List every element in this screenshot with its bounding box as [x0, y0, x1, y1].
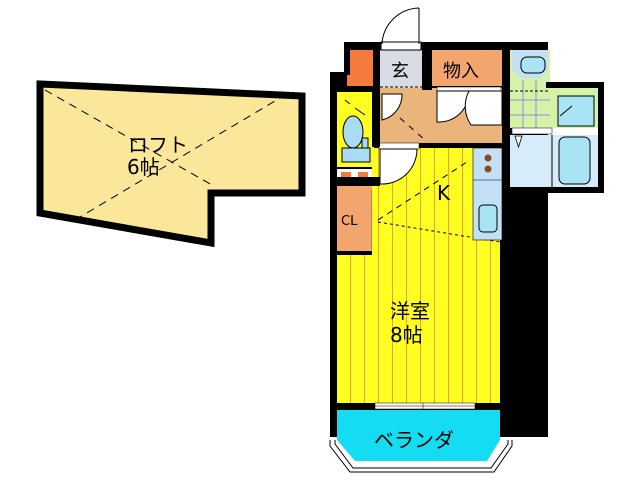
balcony-label: ベランダ [374, 428, 454, 452]
toilet-room [337, 92, 374, 178]
stove-burner-icon [484, 154, 492, 162]
entrance-label: 玄 [391, 61, 409, 82]
storage: 物入 [432, 50, 502, 86]
storage-label: 物入 [443, 61, 479, 82]
balcony: ベランダ [329, 410, 513, 473]
western-room-label: 洋室 [390, 299, 430, 323]
entrance: 玄 [373, 50, 422, 88]
stove-burner-icon [484, 165, 492, 173]
loft-label: ロフト [128, 133, 188, 157]
sink-icon [478, 204, 498, 233]
closet-label: CL [341, 214, 358, 229]
balcony-window [374, 402, 476, 410]
kitchen-label: K [437, 181, 451, 205]
bathroom [505, 127, 604, 193]
loft-size: 6帖 [127, 155, 160, 179]
loft-room: ロフト 6帖 [36, 80, 306, 248]
kitchen-counter [472, 147, 503, 241]
washroom [510, 50, 600, 128]
western-room-size: 8帖 [390, 323, 423, 347]
hallway [380, 86, 503, 143]
front-door[interactable] [380, 7, 422, 51]
